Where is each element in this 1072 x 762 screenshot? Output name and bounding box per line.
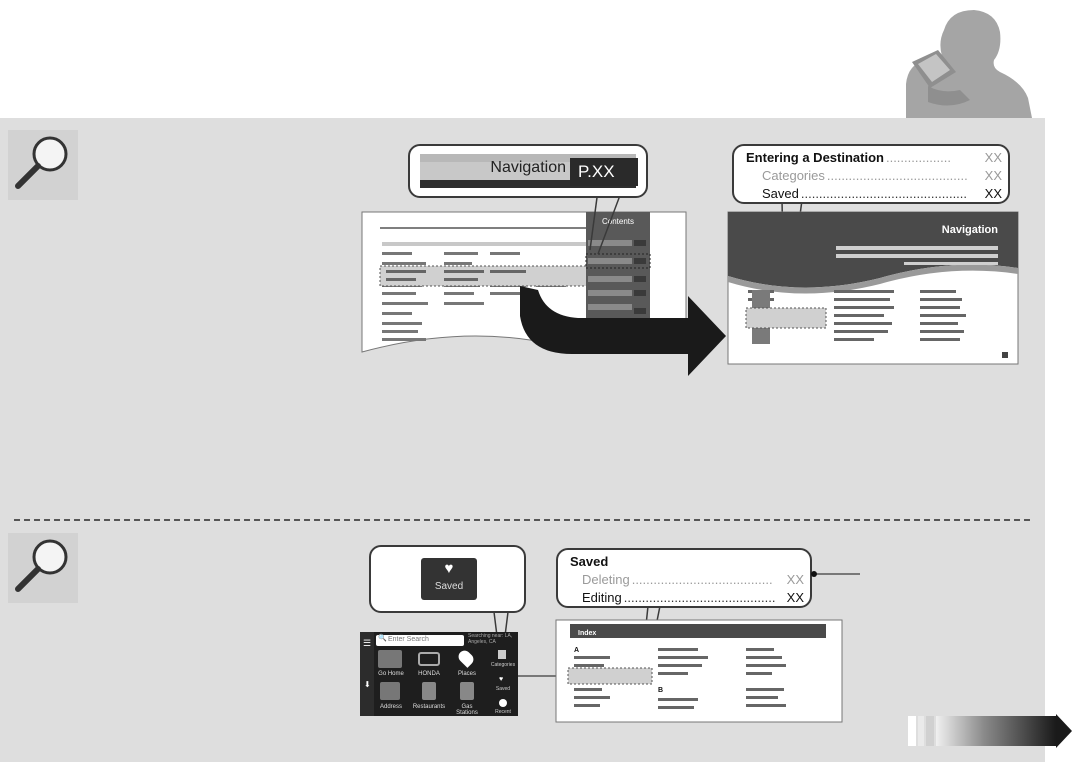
toc-page: XX [985, 167, 1002, 185]
honda-logo-icon[interactable] [418, 652, 440, 666]
grid-label: Restaurants [412, 704, 446, 710]
nav-tab-callout: Navigation P.XX [408, 144, 648, 198]
fuel-pump-icon[interactable] [460, 682, 474, 700]
house-icon[interactable] [378, 650, 402, 668]
index-title: Index [578, 630, 596, 637]
section-divider [14, 519, 1030, 521]
toc-row: Saved ..................................… [746, 185, 1002, 203]
screen-sidebar: ☰ ⬇ [360, 632, 374, 716]
index-row: Editing ................................… [582, 589, 804, 607]
index-heading: Saved [570, 554, 608, 569]
side-item-label[interactable]: Categories [488, 662, 518, 668]
location-text: Searching near: LA, Angeles, CA [468, 633, 518, 645]
magnifier-icon [8, 130, 78, 200]
grid-label: Places [450, 671, 484, 677]
nav-tab-page: P.XX [570, 158, 638, 186]
toc-leader: .................. [884, 149, 985, 167]
map-pin-icon[interactable] [456, 648, 476, 668]
index-callout: Saved Deleting .........................… [556, 548, 812, 608]
toc-page: XX [985, 185, 1002, 203]
toc-label: Saved [762, 185, 799, 203]
saved-label: Saved [421, 581, 477, 592]
fork-knife-icon[interactable] [422, 682, 436, 700]
toc-callout: Entering a Destination .................… [732, 144, 1010, 204]
chapter-title: Navigation [942, 224, 999, 236]
index-leader: ........................................… [622, 589, 787, 607]
index-letter: B [658, 687, 663, 694]
index-label: Editing [582, 589, 622, 607]
toc-leader: ....................................... [825, 167, 985, 185]
side-item-label[interactable]: Recent [488, 709, 518, 715]
toc-list: Entering a Destination .................… [746, 149, 1002, 203]
side-item-label[interactable]: Saved [488, 686, 518, 692]
index-label: Deleting [582, 571, 630, 589]
nav-tab-title: Navigation [490, 159, 566, 177]
search-icon: 🔍 [378, 634, 387, 642]
contents-tab-label: Contents [602, 217, 634, 226]
callout-leader [806, 568, 862, 580]
toc-label: Entering a Destination [746, 149, 884, 167]
toc-label: Categories [762, 167, 825, 185]
toc-page: XX [985, 149, 1002, 167]
building-icon[interactable] [380, 682, 400, 700]
grid-label: Go Home [374, 671, 408, 677]
grid-label: HONDA [412, 671, 446, 677]
navigation-screen: ☰ ⬇ 🔍 Enter Search Searching near: LA, A… [360, 632, 518, 716]
toc-row: Categories .............................… [746, 167, 1002, 185]
saved-button[interactable]: ♥ Saved [421, 558, 477, 600]
reader-silhouette-icon [898, 2, 1032, 118]
magnifier-icon [8, 533, 78, 603]
clock-icon[interactable] [499, 699, 507, 707]
search-input[interactable]: 🔍 Enter Search [376, 635, 464, 646]
saved-callout: ♥ Saved [369, 545, 526, 613]
toc-leader: ........................................… [799, 185, 985, 203]
index-page: XX [787, 589, 804, 607]
grid-label: Address [374, 704, 408, 710]
search-placeholder: Enter Search [388, 636, 429, 643]
heart-icon[interactable]: ♥ [499, 676, 503, 684]
down-arrow-icon[interactable]: ⬇ [364, 680, 371, 689]
categories-icon[interactable] [498, 650, 506, 659]
menu-icon[interactable]: ☰ [363, 638, 371, 649]
toc-row: Entering a Destination .................… [746, 149, 1002, 167]
grid-label: Gas Stations [450, 704, 484, 716]
index-letter: A [574, 647, 579, 654]
index-row: Deleting ...............................… [582, 571, 804, 589]
index-page: XX [787, 571, 804, 589]
index-leader: ....................................... [630, 571, 787, 589]
next-page-arrow-icon[interactable] [906, 712, 1072, 750]
heart-icon: ♥ [421, 560, 477, 578]
